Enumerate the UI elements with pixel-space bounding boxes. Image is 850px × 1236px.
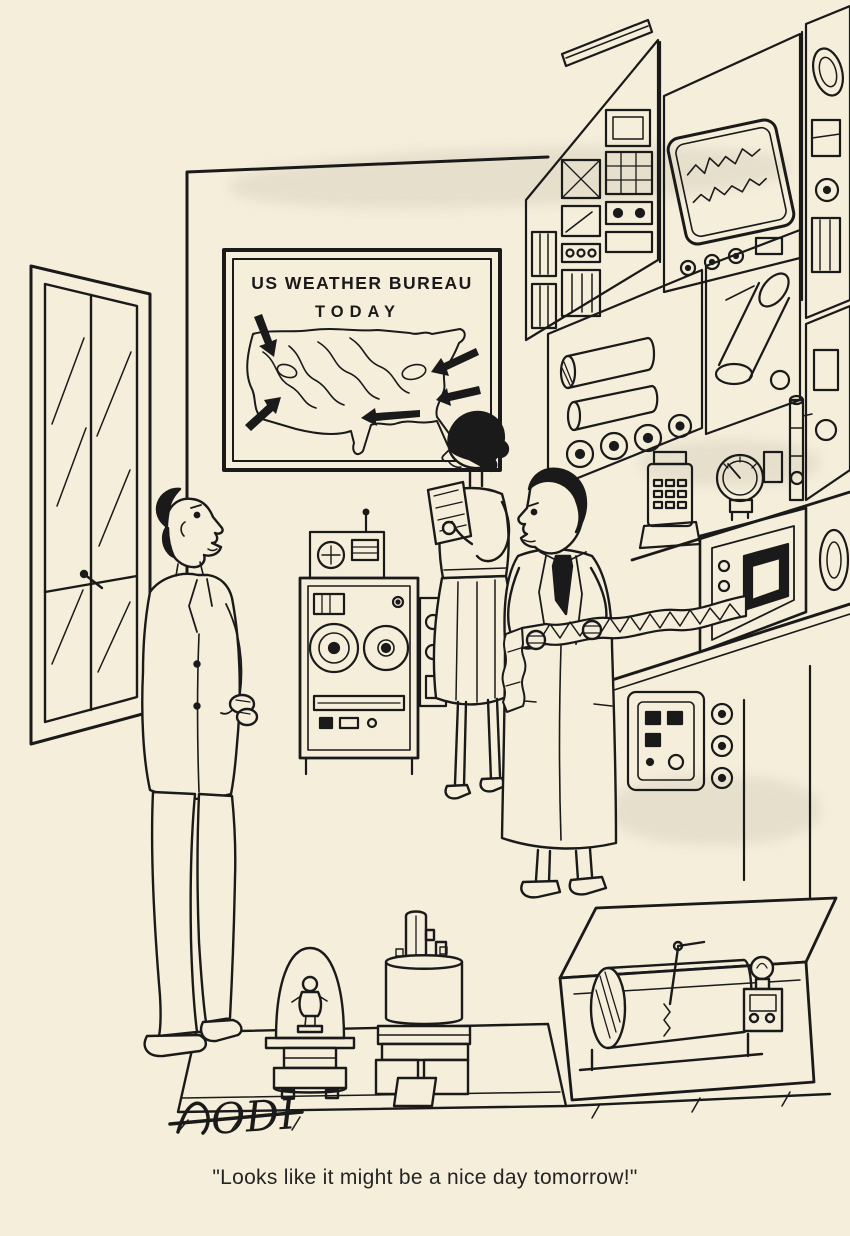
- cylinder-panel: [546, 268, 704, 492]
- artist-signature: [168, 1101, 304, 1135]
- drum-recorder: [558, 896, 838, 1102]
- tape-trace: [539, 603, 741, 641]
- wind-arrows: [245, 314, 481, 431]
- caption: "Looks like it might be a nice day tomor…: [212, 1166, 638, 1189]
- cylinder-instrument: [374, 910, 472, 1108]
- window-glass-reflections: [51, 337, 132, 673]
- platform: [176, 1022, 832, 1133]
- hands-holding-paper: [525, 619, 603, 651]
- handheld-device: [426, 480, 473, 546]
- oscilloscope-panel: [662, 32, 802, 294]
- shelf-devices: [630, 394, 850, 562]
- control-knobs: [710, 702, 734, 790]
- bell-jar-instrument: [264, 946, 356, 1100]
- equipment-wall: [524, 4, 850, 902]
- oscilloscope-screen: [666, 118, 796, 246]
- woman-observer: [426, 410, 516, 800]
- us-map-outline: [246, 328, 466, 455]
- counter-edge: [610, 602, 850, 691]
- phone-device: [638, 450, 702, 550]
- gauge-dial: [715, 453, 765, 522]
- paper-strip: [501, 594, 748, 713]
- map-title: US WEATHER BUREAU: [251, 273, 473, 293]
- print-showthrough: [610, 775, 820, 845]
- signature-text: ODI: [209, 1089, 298, 1144]
- map-subtitle: TODAY: [315, 303, 401, 321]
- tape-output-machine: [698, 506, 808, 654]
- console-recorder: [298, 508, 448, 776]
- window: [29, 264, 152, 746]
- isobar-lines: [262, 337, 427, 409]
- equipment-rack-top: [524, 38, 660, 342]
- side-panel: [804, 4, 850, 502]
- switch-cabinet: [626, 690, 706, 792]
- lamp-unit: [742, 955, 784, 1033]
- glass-tube: [788, 394, 813, 502]
- man-left: [141, 487, 259, 1058]
- weather-map-board: [222, 248, 502, 472]
